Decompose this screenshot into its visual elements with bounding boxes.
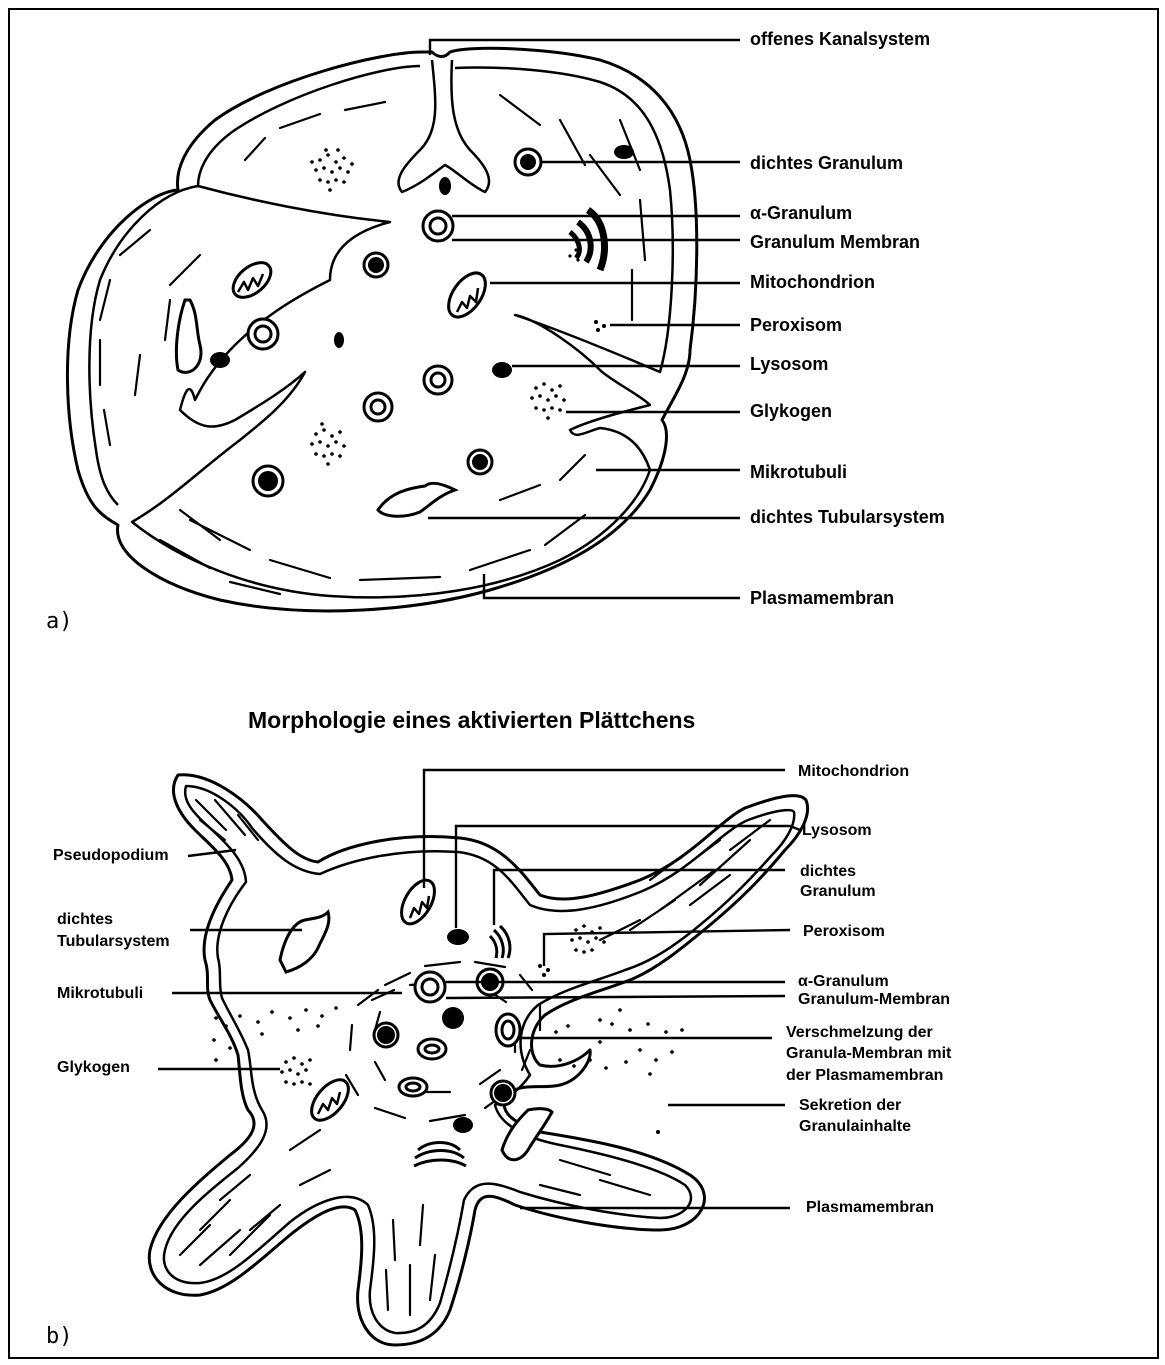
lysosome (210, 352, 230, 368)
label-b-alpha-granulum: α-Granulum (798, 973, 889, 990)
alpha-granule-inner (431, 373, 445, 387)
label-granulum-membran: Granulum Membran (750, 232, 920, 252)
label-b-plasmamembran: Plasmamembran (806, 1199, 934, 1216)
lysosome (334, 332, 344, 348)
dense-granule (442, 1007, 464, 1029)
label-dichtes-granulum: dichtes Granulum (750, 153, 903, 173)
label-b-mitochondrion: Mitochondrion (798, 763, 909, 780)
label-b-dichtes-granulum-2: Granulum (800, 883, 876, 900)
alpha-granule-inner (255, 326, 271, 342)
alpha-granule-inner (406, 1083, 420, 1091)
label-b-sekretion-1: Sekretion der (799, 1097, 901, 1114)
label-peroxisom: Peroxisom (750, 315, 842, 335)
label-b-sekretion-2: Granulainhalte (799, 1118, 911, 1135)
panel-label-b: b) (46, 1324, 73, 1349)
label-b-mikrotubuli: Mikrotubuli (57, 985, 143, 1002)
dense-granule-core (377, 1026, 395, 1044)
label-offenes-kanalsystem: offenes Kanalsystem (750, 29, 930, 49)
label-b-verschmelzung-1: Verschmelzung der (786, 1024, 933, 1041)
label-b-peroxisom: Peroxisom (803, 923, 885, 940)
alpha-granule-inner (371, 400, 385, 414)
lysosome (614, 145, 634, 159)
label-b-pseudopodium: Pseudopodium (53, 847, 169, 864)
alpha-granule-inner (502, 1021, 514, 1039)
alpha-granule-inner (430, 218, 446, 234)
lysosome (447, 929, 469, 945)
activated-platelet: Mitochondrion Lysosom dichtes Granulum P… (46, 763, 952, 1349)
dense-granule-core (520, 154, 536, 170)
label-lysosom: Lysosom (750, 354, 828, 374)
panel-label-a: a) (46, 609, 73, 634)
label-b-lysosom: Lysosom (802, 822, 872, 839)
alpha-granule-inner (425, 1045, 439, 1053)
label-b-glykogen: Glykogen (57, 1059, 130, 1076)
label-alpha-granulum: α-Granulum (750, 203, 852, 223)
label-b-dichtes-granulum-1: dichtes (800, 863, 856, 880)
label-b-verschmelzung-3: der Plasmamembran (786, 1067, 943, 1084)
label-glykogen: Glykogen (750, 401, 832, 421)
label-b-verschmelzung-2: Granula-Membran mit (786, 1045, 952, 1062)
label-mikrotubuli: Mikrotubuli (750, 462, 847, 482)
alpha-granule-inner (422, 979, 438, 995)
label-mitochondrion: Mitochondrion (750, 272, 875, 292)
dense-granule-core (368, 257, 384, 273)
lysosome (492, 362, 512, 378)
dense-granule-core (494, 1084, 512, 1102)
label-b-tubularsystem-2: Tubularsystem (57, 933, 170, 950)
resting-platelet: offenes Kanalsystem dichtes Granulum α-G… (46, 29, 945, 634)
dense-granule-core (472, 454, 488, 470)
lysosome (453, 1117, 473, 1133)
label-b-tubularsystem-1: dichtes (57, 911, 113, 928)
label-plasmamembran: Plasmamembran (750, 588, 894, 608)
panel-b-title: Morphologie eines aktivierten Plättchens (248, 707, 695, 733)
dense-granule-core (258, 471, 278, 491)
label-dichtes-tubularsystem: dichtes Tubularsystem (750, 507, 945, 527)
label-b-granulum-membran: Granulum-Membran (798, 991, 950, 1008)
lysosome (439, 177, 451, 195)
plasma-membrane-outline (67, 48, 696, 611)
